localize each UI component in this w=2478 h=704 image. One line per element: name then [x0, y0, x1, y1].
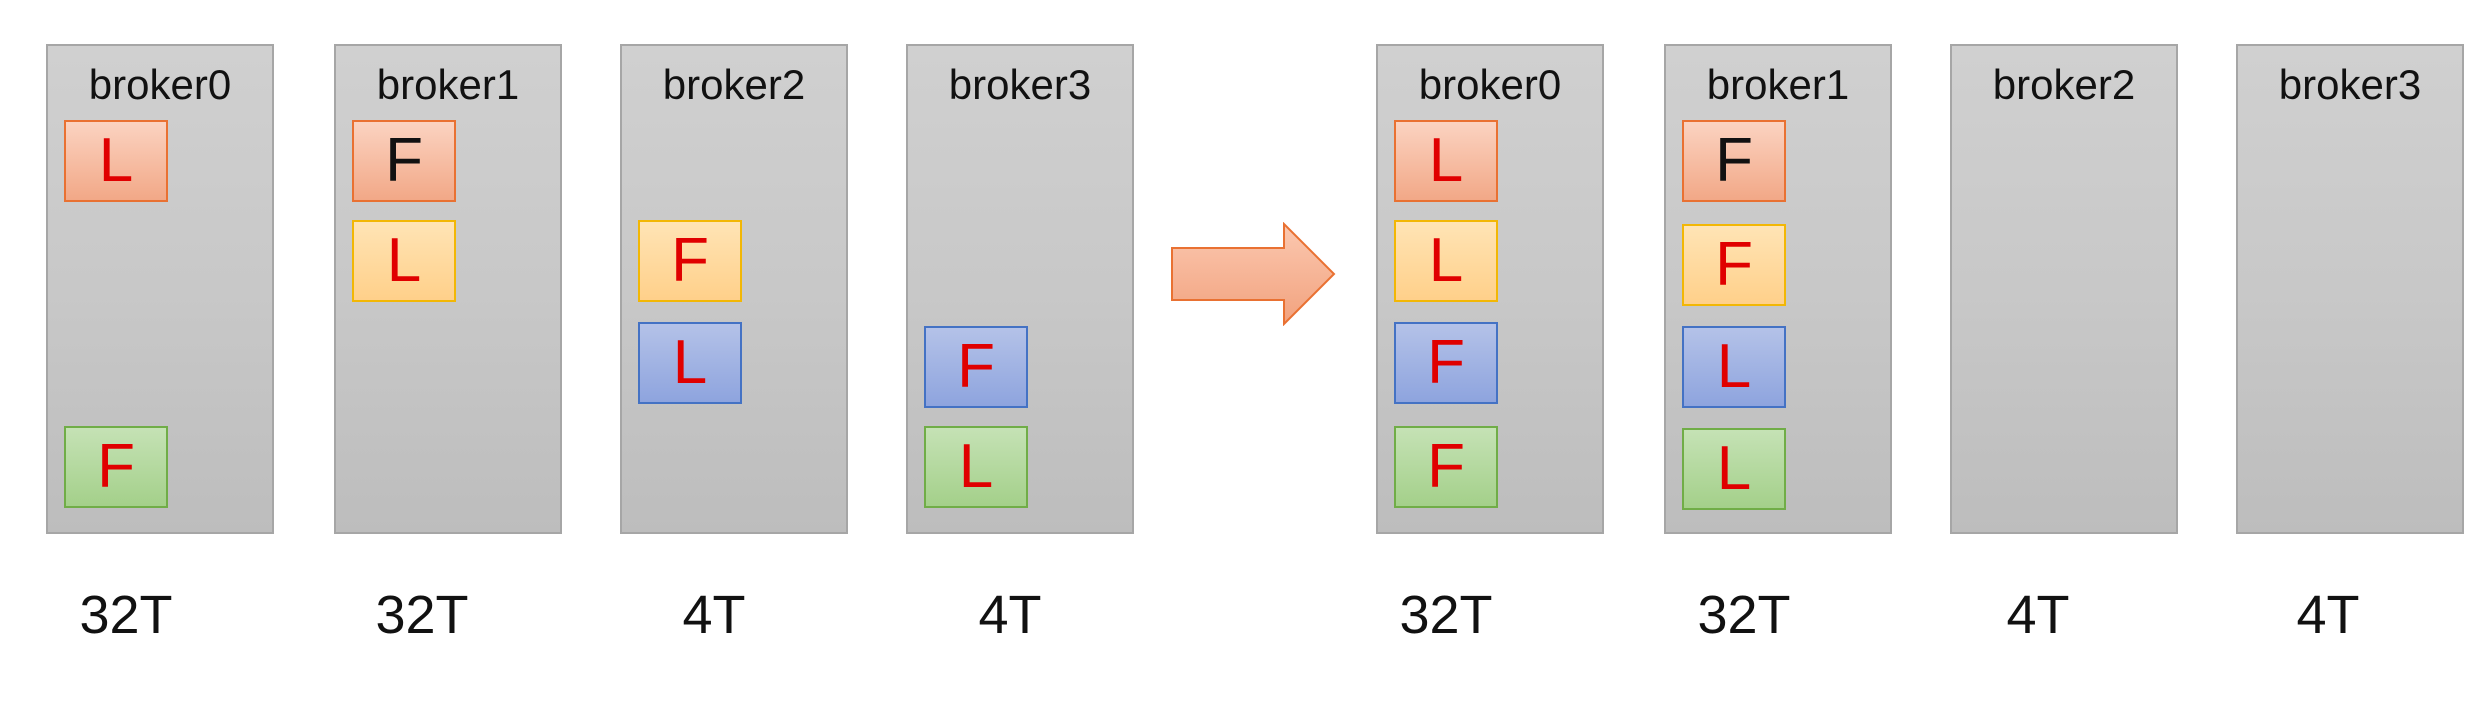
replica-box: L	[1394, 220, 1498, 302]
replica-box: L	[64, 120, 168, 202]
broker-box-before-0: broker0 L F	[46, 44, 274, 534]
broker-name: broker0	[88, 61, 232, 108]
broker-box-after-1: broker1 F F L L	[1664, 44, 1892, 534]
replica-box: L	[1682, 326, 1786, 408]
capacity-label: 4T	[2296, 585, 2360, 645]
replica-box: L	[352, 220, 456, 302]
broker-box-after-3: broker3	[2236, 44, 2464, 534]
capacity-label: 32T	[1697, 585, 1791, 645]
replica-box: F	[924, 326, 1028, 408]
broker-name: broker3	[2278, 61, 2422, 108]
replica-box: L	[1394, 120, 1498, 202]
broker-box-before-2: broker2 F L	[620, 44, 848, 534]
right-arrow-icon	[1171, 222, 1336, 326]
broker-box-before-3: broker3 F L	[906, 44, 1134, 534]
replica-box: F	[352, 120, 456, 202]
broker-box-after-0: broker0 L L F F	[1376, 44, 1604, 534]
capacity-label: 4T	[978, 585, 1042, 645]
broker-box-after-2: broker2	[1950, 44, 2178, 534]
capacity-label: 32T	[79, 585, 173, 645]
replica-box: F	[638, 220, 742, 302]
broker-name: broker1	[1706, 61, 1850, 108]
broker-box-before-1: broker1 F L	[334, 44, 562, 534]
replica-box: F	[1682, 120, 1786, 202]
replica-box: F	[64, 426, 168, 508]
capacity-label: 32T	[1399, 585, 1493, 645]
capacity-label: 4T	[682, 585, 746, 645]
capacity-label: 32T	[375, 585, 469, 645]
broker-name: broker2	[662, 61, 806, 108]
replica-box: L	[1682, 428, 1786, 510]
broker-name: broker2	[1992, 61, 2136, 108]
replica-box: F	[1682, 224, 1786, 306]
broker-name: broker1	[376, 61, 520, 108]
replica-box: L	[924, 426, 1028, 508]
capacity-label: 4T	[2006, 585, 2070, 645]
broker-name: broker3	[948, 61, 1092, 108]
broker-name: broker0	[1418, 61, 1562, 108]
replica-box: L	[638, 322, 742, 404]
replica-box: F	[1394, 322, 1498, 404]
replica-box: F	[1394, 426, 1498, 508]
